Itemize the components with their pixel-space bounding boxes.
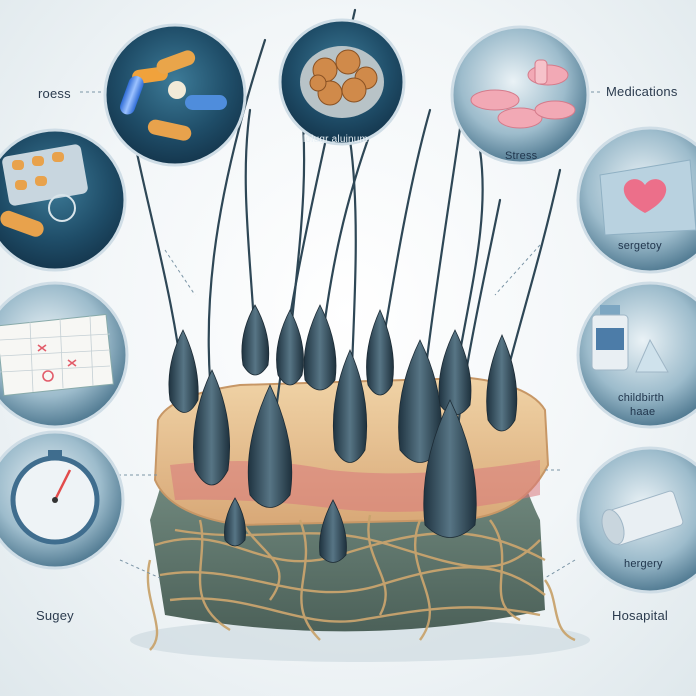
ground-shadow bbox=[130, 618, 590, 662]
medicine-bottle-icon bbox=[576, 281, 696, 429]
pink-pills-icon bbox=[450, 25, 590, 165]
caption-hergery: hergery bbox=[624, 558, 663, 570]
label-hosapital: Hosapital bbox=[612, 608, 668, 623]
hair-strands bbox=[128, 8, 562, 563]
fat-tissue-icon bbox=[278, 18, 406, 146]
caption-childbirth: childbirth bbox=[618, 392, 665, 404]
label-medications: Medications bbox=[606, 84, 678, 99]
capsules-icon bbox=[103, 23, 247, 167]
label-sugey: Sugey bbox=[36, 608, 74, 623]
caption-fat-tissue: lolugr aluinum bbox=[303, 134, 369, 145]
caption-haae: haae bbox=[630, 406, 656, 418]
caption-stress: Stress bbox=[505, 150, 538, 162]
blister-pack-icon bbox=[0, 128, 127, 272]
stopwatch-icon bbox=[0, 430, 125, 570]
label-roess: roess bbox=[38, 86, 71, 101]
calendar-icon bbox=[0, 281, 129, 429]
caption-sergetoy: sergetoy bbox=[618, 240, 662, 252]
bandage-roll-icon bbox=[576, 446, 696, 594]
towel-heart-icon bbox=[576, 126, 696, 274]
